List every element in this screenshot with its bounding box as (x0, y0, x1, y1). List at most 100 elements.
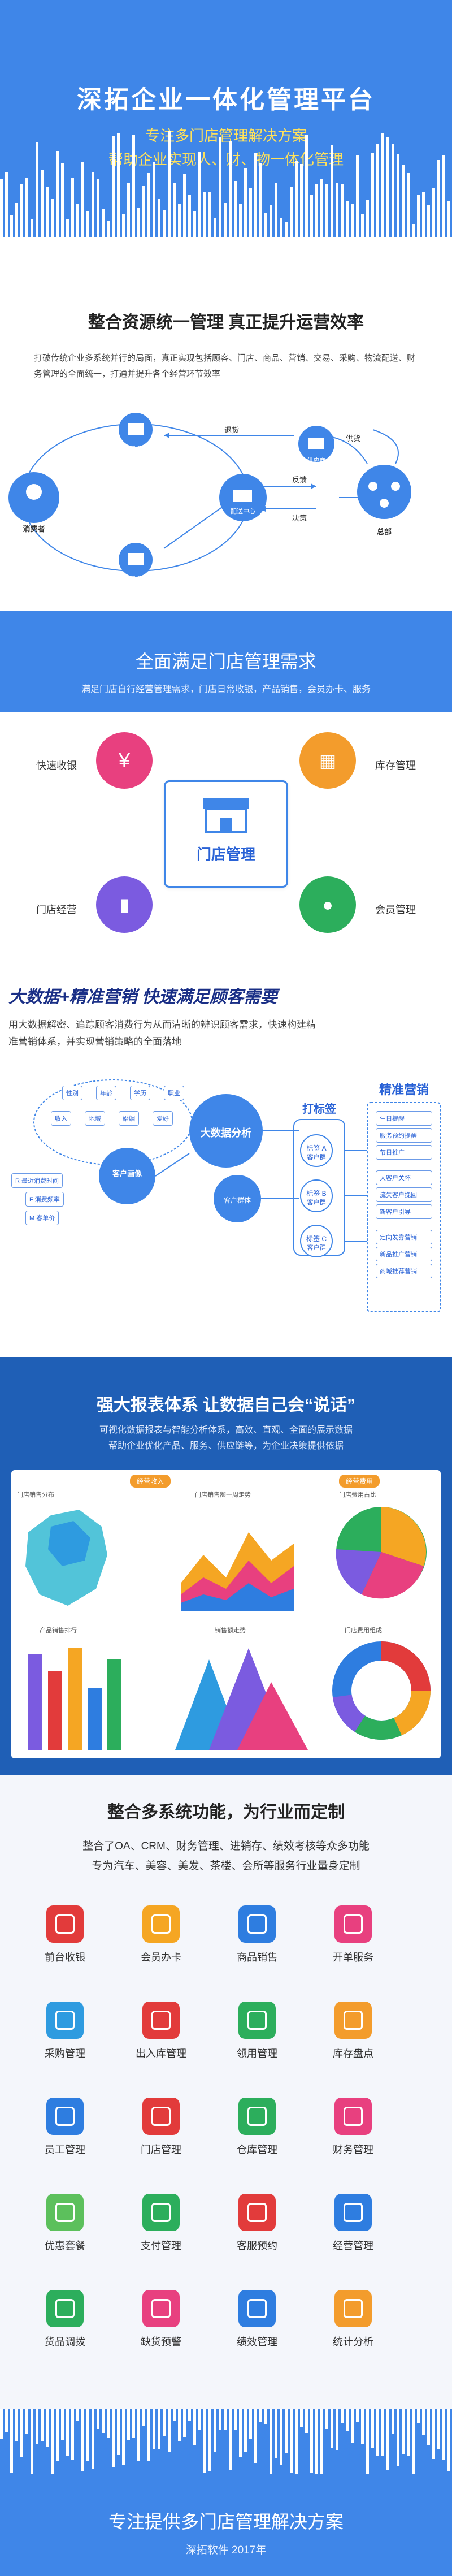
wave-bar (147, 173, 150, 237)
tag-age: 年龄 (96, 1086, 116, 1100)
wave-bar (361, 2409, 364, 2444)
feature-tile[interactable]: 门店管理 (127, 2098, 195, 2166)
feature-tile[interactable]: 领用管理 (223, 2002, 291, 2069)
customer-portrait-node (99, 1148, 155, 1204)
feature-tile[interactable]: 支付管理 (127, 2194, 195, 2262)
wave-bar (310, 2409, 313, 2473)
feature-tile[interactable]: 出入库管理 (127, 2002, 195, 2069)
feature-tile[interactable]: 员工管理 (31, 2098, 99, 2166)
feature-tile[interactable]: 会员办卡 (127, 1905, 195, 1973)
section-resource-integration: 整合资源统一管理 真正提升运营效率 打破传统企业多系统并行的局面，真正实现包括顾… (0, 237, 452, 611)
sales-map (25, 1510, 107, 1606)
wave-bar (336, 183, 338, 237)
wave-bar (36, 2409, 38, 2444)
distribution-label: 配送中心 (231, 508, 255, 515)
wave-bar (437, 2409, 440, 2449)
supplier-icon (308, 438, 324, 449)
wave-bar (244, 2409, 247, 2452)
wave-bar (234, 2409, 237, 2430)
feature-tile[interactable]: 库存盘点 (319, 2002, 387, 2069)
bigdata-node (189, 1094, 263, 1168)
wave-bar (371, 153, 374, 237)
feature-tile[interactable]: 缺货预警 (127, 2290, 195, 2358)
tag-income: 收入 (51, 1111, 71, 1126)
supplier-label: 供应商 (307, 457, 326, 464)
wave-bar (0, 2409, 3, 2439)
wave-bar (432, 2409, 435, 2459)
section5-sub-1: 整合了OA、CRM、财务管理、进销存、绩效考核等众多功能 (82, 1840, 370, 1852)
hero-subtitle-1: 专注多门店管理解决方案 (145, 127, 307, 144)
vip-icon (142, 1905, 180, 1943)
wave-bar (122, 2409, 125, 2465)
wave-bar (193, 211, 196, 237)
feature-tile-label: 财务管理 (333, 2144, 373, 2155)
wave-bar (81, 162, 84, 237)
wave-bar (198, 2409, 201, 2430)
wave-bar (56, 151, 59, 237)
wave-bar (224, 2409, 227, 2430)
wave-bar (259, 2409, 262, 2422)
wave-bar (254, 2409, 257, 2463)
cart-icon (238, 1905, 276, 1943)
section4-paragraph-1: 可视化数据报表与智能分析体系，高效、直观、全面的展示数据 (99, 1425, 353, 1435)
feature-tile[interactable]: 优惠套餐 (31, 2194, 99, 2262)
feature-tile-label: 门店管理 (141, 2144, 181, 2155)
wave-bar (315, 2409, 318, 2474)
wave-bar (376, 2409, 379, 2456)
truck-icon (46, 2290, 84, 2327)
wave-bar (376, 144, 379, 237)
wave-bar (422, 192, 425, 237)
staff-icon (46, 2098, 84, 2135)
wave-bar (41, 2409, 44, 2441)
wave-bar (264, 2409, 267, 2424)
wave-bar (422, 2409, 425, 2435)
wave-bar (351, 2409, 354, 2443)
section5-sub-2: 专为汽车、美容、美发、茶楼、会所等服务行业量身定制 (92, 1860, 360, 1872)
feature-inventory: 库存管理 (375, 760, 416, 771)
store-management-card: 门店管理 (164, 780, 288, 888)
label-a-sub: 客户群 (307, 1154, 326, 1161)
feature-tile-label: 出入库管理 (136, 2048, 186, 2059)
store-label-top: 门店 (129, 446, 142, 453)
wave-bar (412, 2409, 415, 2474)
feature-tile[interactable]: 前台收银 (31, 1905, 99, 1973)
wave-bar (412, 224, 415, 237)
feature-tile[interactable]: 财务管理 (319, 2098, 387, 2166)
feature-tile[interactable]: 货品调拨 (31, 2290, 99, 2358)
feature-tile[interactable]: 采购管理 (31, 2002, 99, 2069)
wave-bar (107, 221, 110, 237)
feature-tile[interactable]: 仓库管理 (223, 2098, 291, 2166)
wave-bar (305, 2409, 308, 2433)
wave-bar (31, 2409, 33, 2474)
wave-bar (275, 183, 277, 237)
store-icon (128, 553, 144, 565)
wave-bar (331, 2409, 333, 2448)
wave-bar (320, 2409, 323, 2474)
wave-bar (163, 2409, 166, 2436)
wave-bar (295, 161, 298, 237)
receive-icon (238, 2002, 276, 2039)
footer-wave-bars (0, 2409, 450, 2474)
wave-bar (366, 2409, 369, 2474)
label-c-sub: 客户群 (307, 1244, 326, 1251)
feature-tile[interactable]: 经营管理 (319, 2194, 387, 2262)
footer-company: 深拓软件 2017年 (185, 2544, 267, 2556)
wave-bar (381, 133, 384, 237)
footer-title: 专注提供多门店管理解决方案 (108, 2512, 344, 2532)
purchase-icon (46, 2002, 84, 2039)
feature-tile[interactable]: 开单服务 (319, 1905, 387, 1973)
wave-bar (15, 203, 18, 237)
feature-tile[interactable]: 客服预约 (223, 2194, 291, 2262)
label-a: 标签 A (306, 1144, 327, 1152)
feature-tile[interactable]: 统计分析 (319, 2290, 387, 2358)
service-icon (334, 1905, 372, 1943)
wave-bar (310, 195, 313, 237)
feature-tile[interactable]: 绩效管理 (223, 2290, 291, 2358)
wave-bar (142, 186, 145, 237)
wave-bar (397, 2409, 399, 2466)
action-coupon: 定向发券营销 (376, 1230, 432, 1244)
wave-bar (97, 2409, 99, 2429)
feature-tile[interactable]: 商品销售 (223, 1905, 291, 1973)
portrait-label: 客户画像 (112, 1169, 142, 1178)
hq-label: 总部 (376, 528, 392, 536)
